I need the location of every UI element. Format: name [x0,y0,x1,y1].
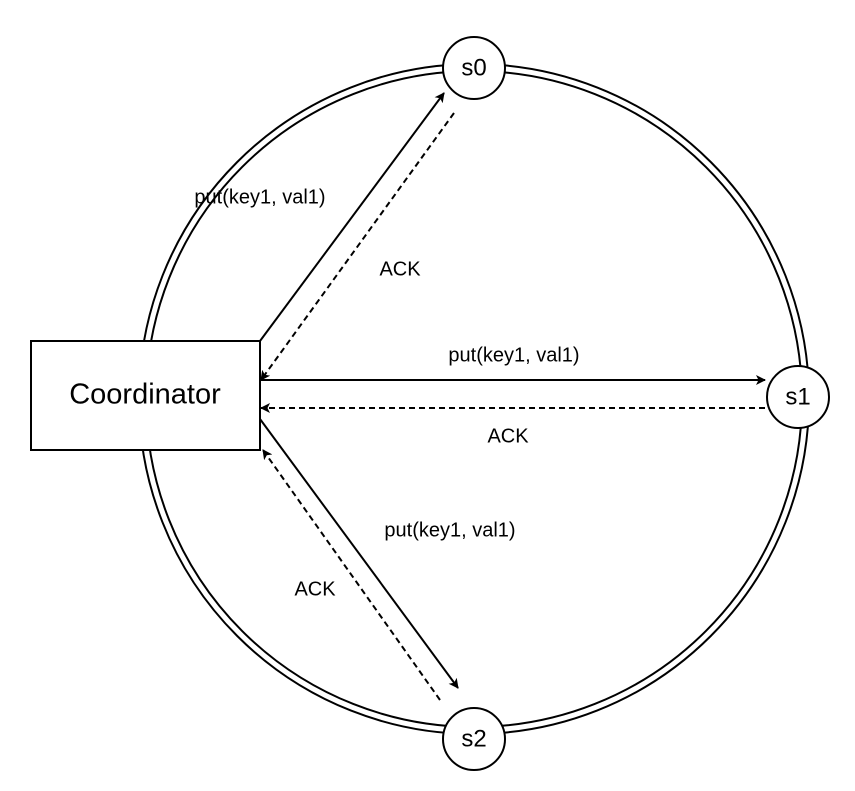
coordinator-label: Coordinator [69,379,221,411]
server-node-s1: s1 [766,365,830,429]
ack-arrow-s0 [260,112,455,381]
s2-label: s2 [461,725,486,752]
ack-label-s1: ACK [487,425,529,447]
server-node-s0: s0 [442,36,506,100]
s0-label: s0 [461,54,486,81]
ack-arrow-s2 [262,449,441,701]
put-arrow-s0 [259,92,445,342]
s1-label: s1 [785,383,810,410]
ack-label-s2: ACK [294,578,336,600]
ack-label-s0: ACK [379,258,421,280]
put-label-s1: put(key1, val1) [448,344,579,366]
coordinator-node: Coordinator [30,340,261,451]
put-label-s2: put(key1, val1) [384,519,515,541]
server-node-s2: s2 [442,707,506,771]
put-arrow-s2 [259,418,459,689]
put-label-s0: put(key1, val1) [194,186,325,208]
